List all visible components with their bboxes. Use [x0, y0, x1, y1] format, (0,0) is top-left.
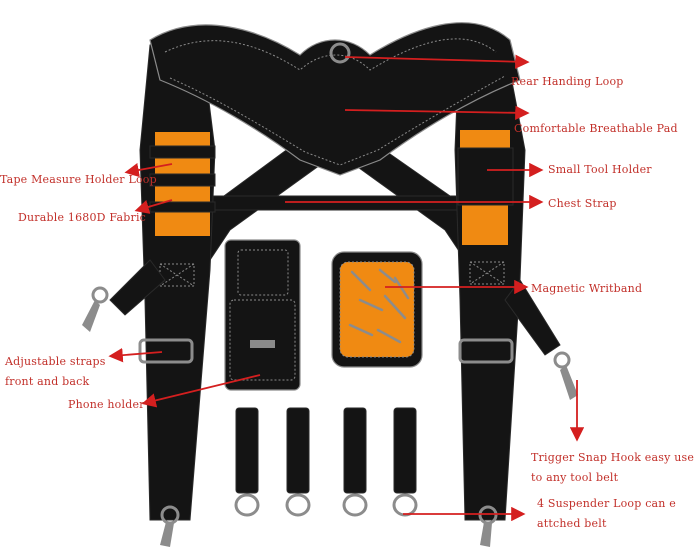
callout-adjustable-straps-line-2: front and back: [5, 375, 90, 388]
phone-holder: [224, 239, 301, 391]
arrow-adjustable: [108, 347, 163, 363]
callout-suspender-loops-line-2: attched belt: [537, 517, 607, 530]
callout-suspender-loops-line-1: 4 Suspender Loop can e: [537, 497, 676, 510]
suspenders-illustration: [82, 22, 585, 547]
tool-holder-pocket: [457, 147, 514, 206]
suspender-loop-1: [234, 407, 260, 517]
tape-loop-orange-2: [155, 158, 210, 174]
callout-trigger-snap-hook-line-1: Trigger Snap Hook easy use: [531, 451, 694, 464]
tape-loop-band-2: [149, 173, 216, 187]
callout-trigger-snap-hook-line-2: to any tool belt: [531, 471, 619, 484]
rear-loop-ring: [329, 42, 351, 64]
callout-arrows: [108, 54, 585, 522]
tape-loop-orange-4: [155, 212, 210, 236]
product-photo: Rear Handing Loop Comfortable Breathable…: [0, 22, 694, 547]
callout-small-tool-holder: Small Tool Holder: [548, 163, 652, 176]
rear-left-leg: [109, 259, 166, 316]
magnetic-wristband: [331, 251, 423, 368]
callout-adjustable-straps-line-1: Adjustable straps: [5, 355, 106, 368]
snap-hook-front-right: [478, 505, 498, 547]
callout-suspender-loops: 4 Suspender Loop can e attched belt: [537, 497, 676, 531]
buckle-right: [458, 338, 514, 364]
snap-hook-rear-right: [553, 351, 578, 400]
arrow-phone-holder: [141, 374, 261, 408]
callout-magnetic-writband: Magnetic Writband: [531, 282, 643, 295]
snap-hook-rear-left: [82, 286, 109, 332]
x-stitch-right: [469, 261, 505, 285]
arrow-rear-loop: [344, 54, 530, 69]
buckle-left: [138, 338, 194, 364]
tool-holder-orange-1: [460, 130, 510, 148]
snap-hook-front-left: [160, 505, 180, 547]
callout-chest-strap: Chest Strap: [548, 197, 617, 210]
tape-loop-orange-3: [155, 186, 210, 202]
rear-right-leg: [504, 279, 561, 356]
callout-phone-holder: Phone holder: [68, 398, 145, 411]
suspender-loop-4: [392, 407, 418, 517]
callout-adjustable-straps: Adjustable straps front and back: [5, 355, 106, 389]
tape-loop-band-1: [149, 145, 216, 159]
arrow-breathable-pad: [344, 105, 530, 121]
suspender-loop-2: [285, 407, 311, 517]
callout-comfortable-breathable-pad: Comfortable Breathable Pad: [514, 122, 678, 135]
tape-loop-orange-1: [155, 132, 210, 146]
tool-holder-orange-2: [462, 205, 508, 245]
suspender-loop-3: [342, 407, 368, 517]
magnetized-screws: [348, 268, 410, 344]
callout-rear-handing-loop: Rear Handing Loop: [511, 75, 624, 88]
arrow-durable-fabric: [134, 199, 173, 214]
callout-durable-fabric: Durable 1680D Fabric: [18, 211, 147, 224]
shoulder-pad: [149, 22, 521, 176]
callout-tape-measure-holder-loop: Tape Measure Holder Loop: [0, 173, 157, 186]
callout-trigger-snap-hook: Trigger Snap Hook easy use to any tool b…: [531, 451, 694, 485]
chest-strap: [199, 195, 481, 211]
arrow-tape-loop: [124, 162, 173, 178]
